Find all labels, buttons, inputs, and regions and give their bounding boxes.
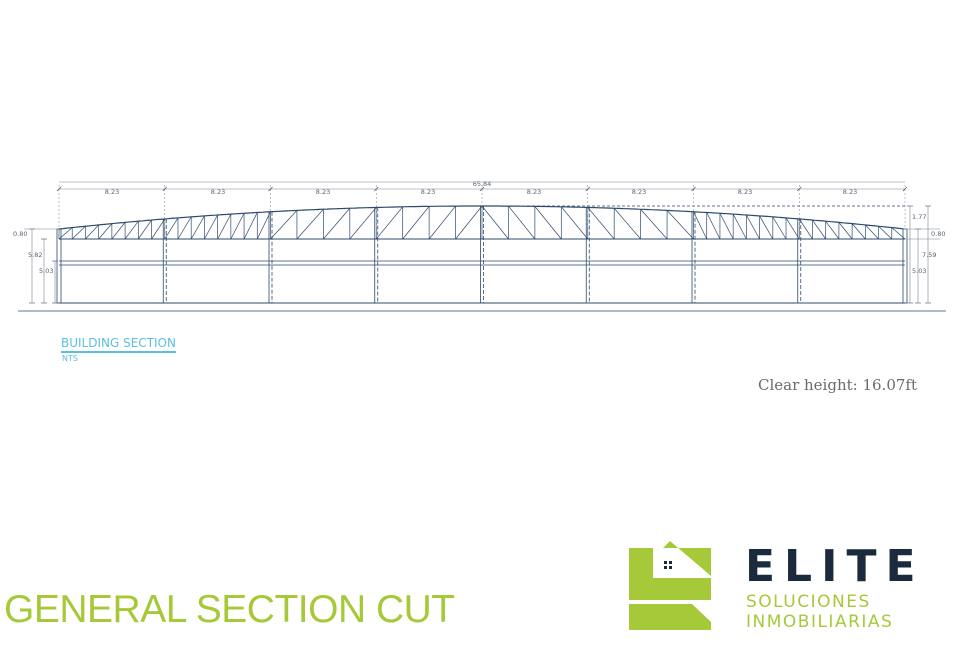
logo-wordmark: ELITE: [745, 541, 925, 592]
truss-web-diagonal: [230, 213, 245, 240]
truss-web-diagonal: [296, 209, 324, 240]
page-title: GENERAL SECTION CUT: [4, 588, 455, 631]
end-column: [902, 228, 908, 304]
bay-dim: 8.23: [421, 188, 435, 196]
dimension-tick: [56, 186, 62, 192]
truss-web-diagonal: [58, 227, 73, 240]
logo-bar-bottom: [629, 604, 711, 630]
truss-web-diagonal: [865, 224, 879, 240]
logo-subtitle-line1: SOLUCIONES: [746, 592, 871, 612]
truss-web-diagonal: [732, 213, 747, 240]
bay-dimension-labels: 8.23 8.23 8.23 8.23 8.23 8.23 8.23 8.23: [105, 188, 857, 196]
truss-web-diagonal: [164, 217, 179, 240]
truss-web-diagonal: [349, 207, 377, 240]
truss-web-diagonal: [719, 213, 734, 240]
truss-web-diagonal: [177, 216, 192, 240]
right-height-labels: 1.77 0.80 7.59 5.03: [912, 213, 945, 275]
truss-web-diagonal: [270, 210, 298, 240]
truss-web-diagonal: [666, 210, 694, 240]
right-dim-truss: 0.80: [931, 230, 945, 238]
dimension-tick: [268, 186, 273, 192]
truss-web-diagonal: [891, 227, 906, 240]
truss-web-diagonal: [759, 215, 774, 240]
truss-web-diagonal: [481, 205, 509, 240]
left-height-labels: 0.80 5.82 5.03: [13, 230, 53, 275]
section-title: BUILDING SECTION: [61, 336, 176, 353]
logo-subtitle-line2: INMOBILIARIAS: [746, 612, 894, 632]
left-dim-truss: 0.80: [13, 230, 27, 238]
truss-web-diagonal: [217, 213, 232, 240]
truss-web-diagonal: [772, 216, 787, 240]
truss-web-diagonal: [428, 205, 456, 240]
bay-dim: 8.23: [211, 188, 225, 196]
truss-web-diagonal: [812, 219, 826, 240]
right-dim-wall: 5.03: [912, 267, 926, 275]
truss-web-diagonal: [706, 212, 721, 240]
truss-web-diagonal: [256, 211, 271, 240]
truss-web-diagonal: [375, 206, 403, 240]
truss-web-diagonal: [243, 212, 258, 240]
bay-dim: 8.23: [527, 188, 541, 196]
left-dim-total: 5.82: [28, 251, 42, 259]
logo-window-icon: [664, 561, 672, 569]
dimension-tick: [902, 186, 908, 192]
truss-web-diagonal: [323, 208, 351, 240]
dimension-tick: [691, 186, 696, 192]
truss-web-diagonal: [640, 209, 668, 240]
truss-web-diagonal: [190, 215, 205, 240]
truss-web-diagonal: [508, 205, 536, 240]
bay-dim: 8.23: [632, 188, 646, 196]
truss-web-diagonal: [534, 206, 562, 240]
bay-dim: 8.23: [843, 188, 857, 196]
right-dim-total: 7.59: [922, 251, 936, 259]
truss-web-diagonal: [124, 220, 139, 240]
total-width-dim: 65.84: [473, 180, 492, 188]
dimension-lines: [24, 181, 940, 304]
truss-web-diagonal: [825, 220, 840, 240]
dimension-tick: [373, 186, 379, 192]
truss-web-diagonal: [204, 214, 218, 240]
logo-house-icon: [629, 541, 711, 576]
right-dim-rise: 1.77: [912, 213, 926, 221]
dimension-tick: [796, 186, 802, 192]
elite-logo-mark: [629, 541, 711, 630]
truss-web-diagonal: [85, 224, 99, 240]
bay-dim: 8.23: [316, 188, 330, 196]
dimension-tick: [585, 186, 591, 192]
truss-top-chord: [58, 205, 904, 230]
truss-web-diagonal: [838, 222, 853, 240]
end-column: [56, 228, 62, 304]
truss-web-diagonal: [746, 214, 760, 240]
truss-web-diagonal: [785, 217, 800, 240]
truss-web-diagonal: [111, 222, 126, 240]
truss-web-diagonal: [693, 211, 708, 240]
section-structure: [18, 205, 946, 312]
bay-dim: 8.23: [105, 188, 119, 196]
truss-web-diagonal: [151, 218, 166, 240]
left-dim-wall: 5.03: [39, 267, 53, 275]
truss-web-diagonal: [71, 225, 86, 240]
bay-dim: 8.23: [738, 188, 752, 196]
truss-web-diagonal: [138, 219, 152, 240]
truss-web-diagonal: [561, 206, 589, 240]
truss-web-diagonal: [98, 223, 113, 240]
truss-web-diagonal: [851, 223, 866, 240]
truss-web-diagonal: [798, 218, 813, 240]
truss-web-diagonal: [587, 207, 615, 240]
truss-web-diagonal: [878, 225, 893, 240]
truss-web-diagonal: [402, 206, 430, 240]
logo-bar-top: [629, 548, 653, 578]
clear-height-note: Clear height: 16.07ft: [757, 376, 917, 394]
truss-web-diagonal: [613, 208, 641, 240]
dimension-tick: [479, 186, 485, 192]
logo-bar-mid: [629, 578, 711, 600]
dimension-tick: [162, 186, 168, 192]
truss-web-diagonal: [455, 205, 483, 240]
section-scale: NTS: [62, 354, 78, 363]
